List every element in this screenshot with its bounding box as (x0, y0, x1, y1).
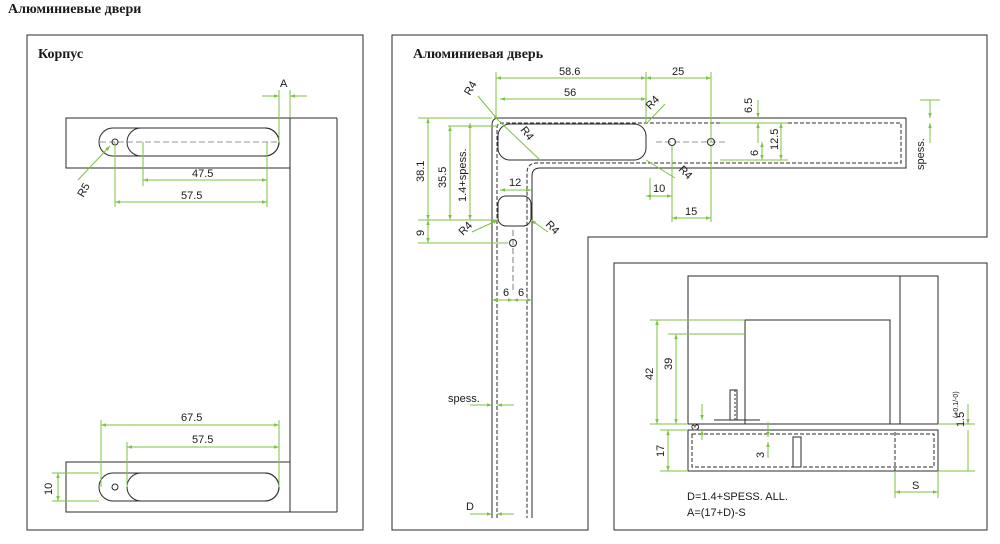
door-dim-56: 56 (564, 87, 576, 99)
door-title: Алюминиевая дверь (413, 47, 544, 62)
korpus-panel: Корпус (26, 34, 364, 531)
section-dim-tolerance: (+0.1/-0) (953, 391, 960, 418)
korpus-dimensions (52, 90, 307, 502)
door-dim-6-right: 6 (749, 150, 761, 156)
door-dim-12: 12 (509, 177, 521, 189)
door-dim-r4-c: R4 (518, 124, 536, 142)
korpus-dim-47-5: 47.5 (192, 168, 213, 180)
section-geometry (687, 275, 939, 472)
section-dimensions (650, 319, 975, 498)
door-frame (391, 34, 988, 531)
section-formula-a: A=(17+D)-S (687, 507, 746, 519)
section-dim-3-b: 3 (755, 452, 767, 458)
section-dim-42: 42 (644, 368, 656, 380)
door-dimensions (418, 72, 940, 516)
door-dim-d: D (466, 501, 474, 513)
section-dim-s: S (912, 480, 919, 492)
door-dim-25: 25 (672, 66, 684, 78)
door-dim-r4-f: R4 (543, 219, 561, 237)
page-title: Алюминиевые двери (8, 2, 142, 17)
korpus-frame (26, 34, 364, 531)
door-dim-15: 15 (685, 206, 697, 218)
door-dim-spess-right: spess. (915, 138, 927, 170)
korpus-dim-57-5-top: 57.5 (181, 190, 202, 202)
door-dim-38-1: 38.1 (415, 161, 427, 182)
korpus-dim-10: 10 (43, 483, 55, 495)
door-dim-r4-e: R4 (457, 220, 475, 238)
door-dim-spess-left: spess. (448, 393, 480, 405)
korpus-dim-57-5-bottom: 57.5 (192, 434, 213, 446)
door-dim-9: 9 (415, 230, 427, 236)
korpus-top-slots (98, 127, 280, 157)
section-dim-1-5: 1.5 (955, 412, 967, 427)
section-panel: 42 39 3 3 17 1.5 (+0.1/-0) S D=1.4+SPESS… (613, 262, 988, 531)
door-profile (491, 117, 907, 518)
door-dim-6-a: 6 (503, 287, 509, 299)
korpus-dim-a: A (280, 78, 288, 90)
section-dim-39: 39 (663, 358, 675, 370)
korpus-dim-67-5: 67.5 (181, 412, 202, 424)
section-dim-17: 17 (655, 445, 667, 457)
korpus-profile (65, 117, 338, 513)
section-frame (613, 262, 988, 531)
door-dim-35-5: 35.5 (437, 167, 449, 188)
korpus-title: Корпус (38, 47, 83, 62)
section-formula-d: D=1.4+SPESS. ALL. (687, 491, 788, 503)
door-dim-1-4-spess: 1.4+spess. (457, 148, 469, 202)
door-panel: Алюминиевая дверь (391, 34, 988, 531)
section-dim-3-a: 3 (690, 424, 702, 430)
door-dim-12-5: 12.5 (769, 129, 781, 150)
door-dim-10: 10 (653, 183, 665, 195)
door-dim-58-6: 58.6 (559, 66, 580, 78)
door-dim-6-5: 6.5 (743, 98, 755, 113)
korpus-bottom-slots (98, 472, 280, 502)
door-dim-r4-d: R4 (676, 164, 694, 182)
door-dim-6-b: 6 (518, 287, 524, 299)
korpus-dim-r5: R5 (75, 181, 92, 199)
door-dim-r4-a: R4 (462, 79, 479, 97)
